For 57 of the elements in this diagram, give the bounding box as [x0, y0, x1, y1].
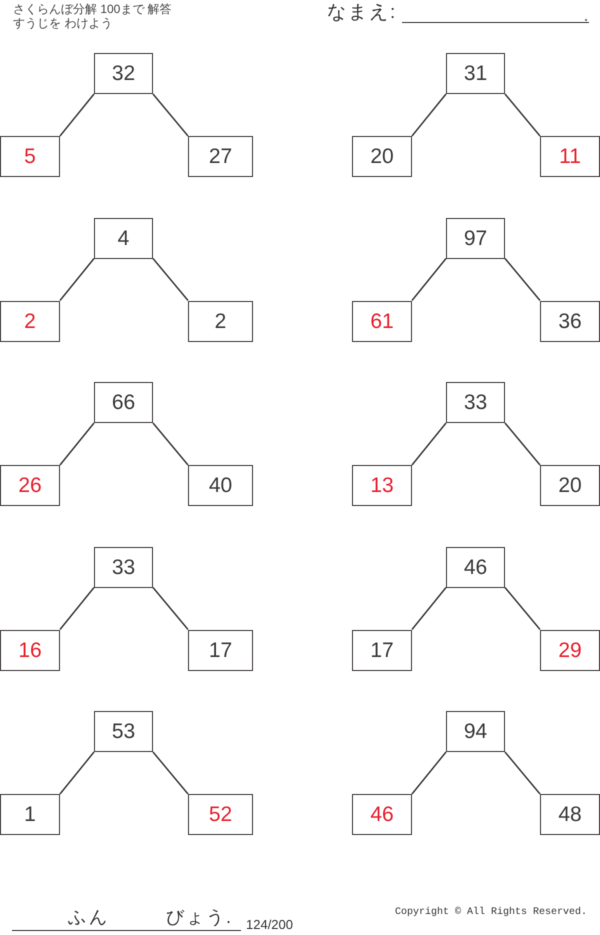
title: さくらんぼ分解 100まで 解答 [13, 3, 172, 16]
number-box: 29 [540, 630, 600, 670]
number-box: 1 [0, 794, 60, 835]
connector-line [59, 422, 95, 466]
number-box: 61 [352, 300, 412, 342]
connector-line [59, 94, 95, 136]
number-box: 53 [94, 711, 153, 752]
connector-line [504, 587, 541, 630]
number-box: 26 [0, 465, 60, 506]
page-number: 124/200 [246, 918, 293, 932]
number-box: 31 [446, 53, 505, 94]
connector-line [411, 587, 447, 630]
connector-line [411, 422, 447, 466]
copyright-text: Copyright © All Rights Reserved. [394, 907, 587, 918]
number-box: 46 [446, 546, 505, 588]
number-box: 13 [352, 465, 412, 506]
connector-line [504, 258, 541, 301]
number-box: 2 [0, 300, 60, 342]
number-box: 17 [352, 630, 412, 670]
number-box: 17 [188, 630, 253, 670]
connector-line [152, 94, 189, 136]
number-box: 52 [188, 794, 253, 835]
number-box: 33 [94, 546, 153, 588]
number-box: 46 [352, 794, 412, 835]
number-box: 40 [188, 465, 253, 506]
number-box: 5 [0, 136, 60, 177]
number-box: 2 [188, 300, 253, 342]
connector-line [59, 587, 95, 630]
number-box: 27 [188, 136, 253, 177]
number-box: 4 [94, 218, 153, 258]
seconds-label: びょう. [166, 908, 234, 928]
connector-line [152, 258, 189, 301]
number-box: 16 [0, 630, 60, 670]
connector-line [152, 752, 189, 794]
number-box: 33 [446, 382, 505, 423]
connector-line [59, 258, 95, 301]
connector-line [504, 94, 541, 136]
minutes-label: ふん [68, 908, 110, 928]
instruction-text: すうじを わけよう [13, 17, 112, 30]
connector-line [152, 422, 189, 466]
name-label: なまえ: [327, 3, 398, 24]
connector-line [411, 94, 447, 136]
number-box: 97 [446, 218, 505, 258]
number-box: 20 [352, 136, 412, 177]
number-box: 11 [540, 136, 600, 177]
number-box: 32 [94, 53, 153, 94]
connector-line [152, 587, 189, 630]
connector-line [411, 258, 447, 301]
connector-line [59, 752, 95, 794]
connector-line [504, 422, 541, 466]
connector-line [504, 752, 541, 794]
number-box: 36 [540, 300, 600, 342]
connector-line [411, 752, 447, 794]
number-box: 20 [540, 465, 600, 506]
number-box: 66 [94, 382, 153, 423]
number-box: 94 [446, 711, 505, 752]
number-box: 48 [540, 794, 600, 835]
